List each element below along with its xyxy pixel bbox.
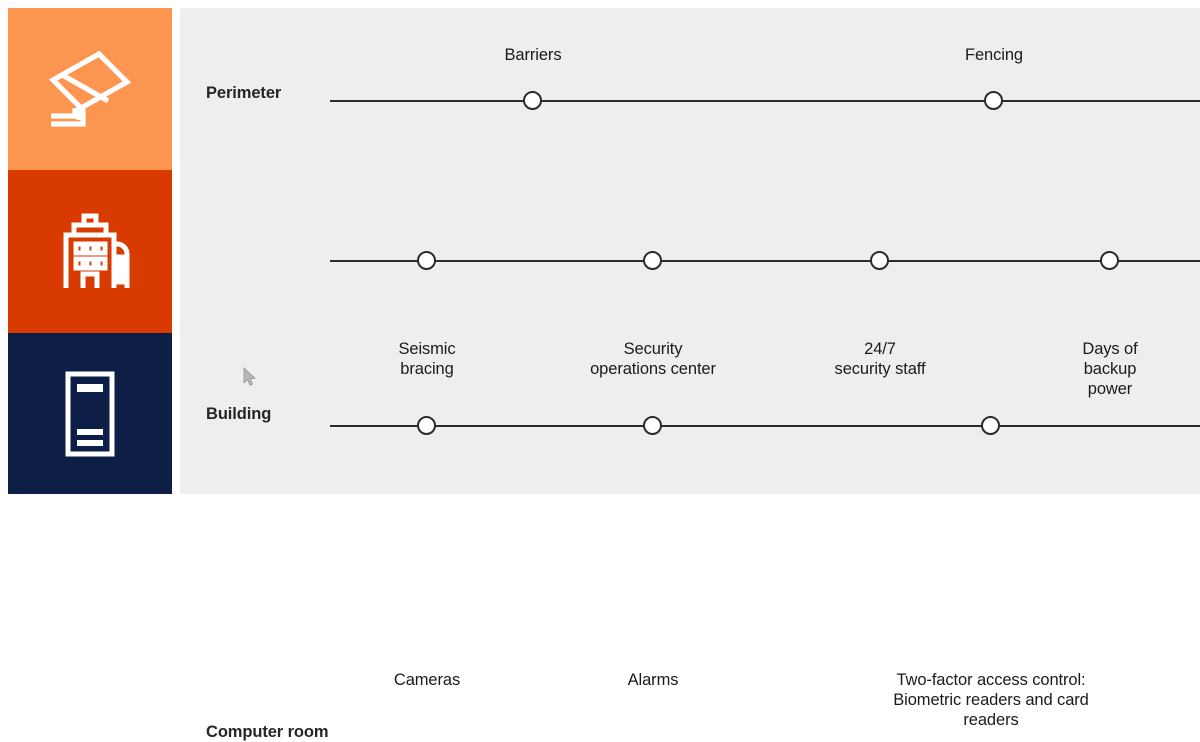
- node-label: Security operations center: [590, 340, 716, 378]
- node-marker[interactable]: [984, 91, 1003, 110]
- node-marker[interactable]: [417, 416, 436, 435]
- node-label: Days of backup power: [1082, 340, 1138, 398]
- tier-label-computer-room: Computer room: [206, 723, 329, 741]
- node-marker[interactable]: [523, 91, 542, 110]
- timeline-axis-building: [330, 260, 1200, 262]
- tier-row-building: Building Seismic bracing Security operat…: [180, 170, 1200, 423]
- node-label: 24/7 security staff: [834, 340, 926, 378]
- node-marker[interactable]: [417, 251, 436, 270]
- node-label: Seismic bracing: [398, 340, 456, 378]
- tier-row-perimeter: Perimeter Barriers Fencing: [180, 8, 1200, 170]
- rail-band-perimeter: [8, 8, 172, 170]
- node-marker[interactable]: [1100, 251, 1119, 270]
- security-camera-icon: [48, 50, 132, 127]
- rail-band-building: [8, 170, 172, 333]
- office-building-icon: [63, 213, 130, 288]
- node-label: Alarms: [627, 671, 679, 689]
- node-label: Cameras: [393, 671, 461, 689]
- diagram-canvas: Perimeter Barriers Fencing Building Seis…: [8, 8, 1200, 741]
- timeline-axis-perimeter: [330, 100, 1200, 102]
- node-label: Barriers: [504, 46, 562, 64]
- node-marker[interactable]: [643, 251, 662, 270]
- icon-rail: [8, 8, 172, 494]
- tier-label-perimeter: Perimeter: [206, 84, 282, 102]
- node-label: Fencing: [964, 46, 1024, 64]
- diagram-panel: Perimeter Barriers Fencing Building Seis…: [180, 8, 1200, 741]
- server-tower-icon: [65, 371, 115, 456]
- timeline-axis-computer-room: [330, 425, 1200, 427]
- node-label: Two-factor access control: Biometric rea…: [893, 671, 1089, 729]
- tier-row-computer-room: Computer room Cameras Alarms Two-factor …: [180, 333, 1200, 741]
- rail-band-computer-room: [8, 333, 172, 494]
- node-marker[interactable]: [870, 251, 889, 270]
- node-marker[interactable]: [981, 416, 1000, 435]
- tier-label-building: Building: [206, 405, 272, 423]
- node-marker[interactable]: [643, 416, 662, 435]
